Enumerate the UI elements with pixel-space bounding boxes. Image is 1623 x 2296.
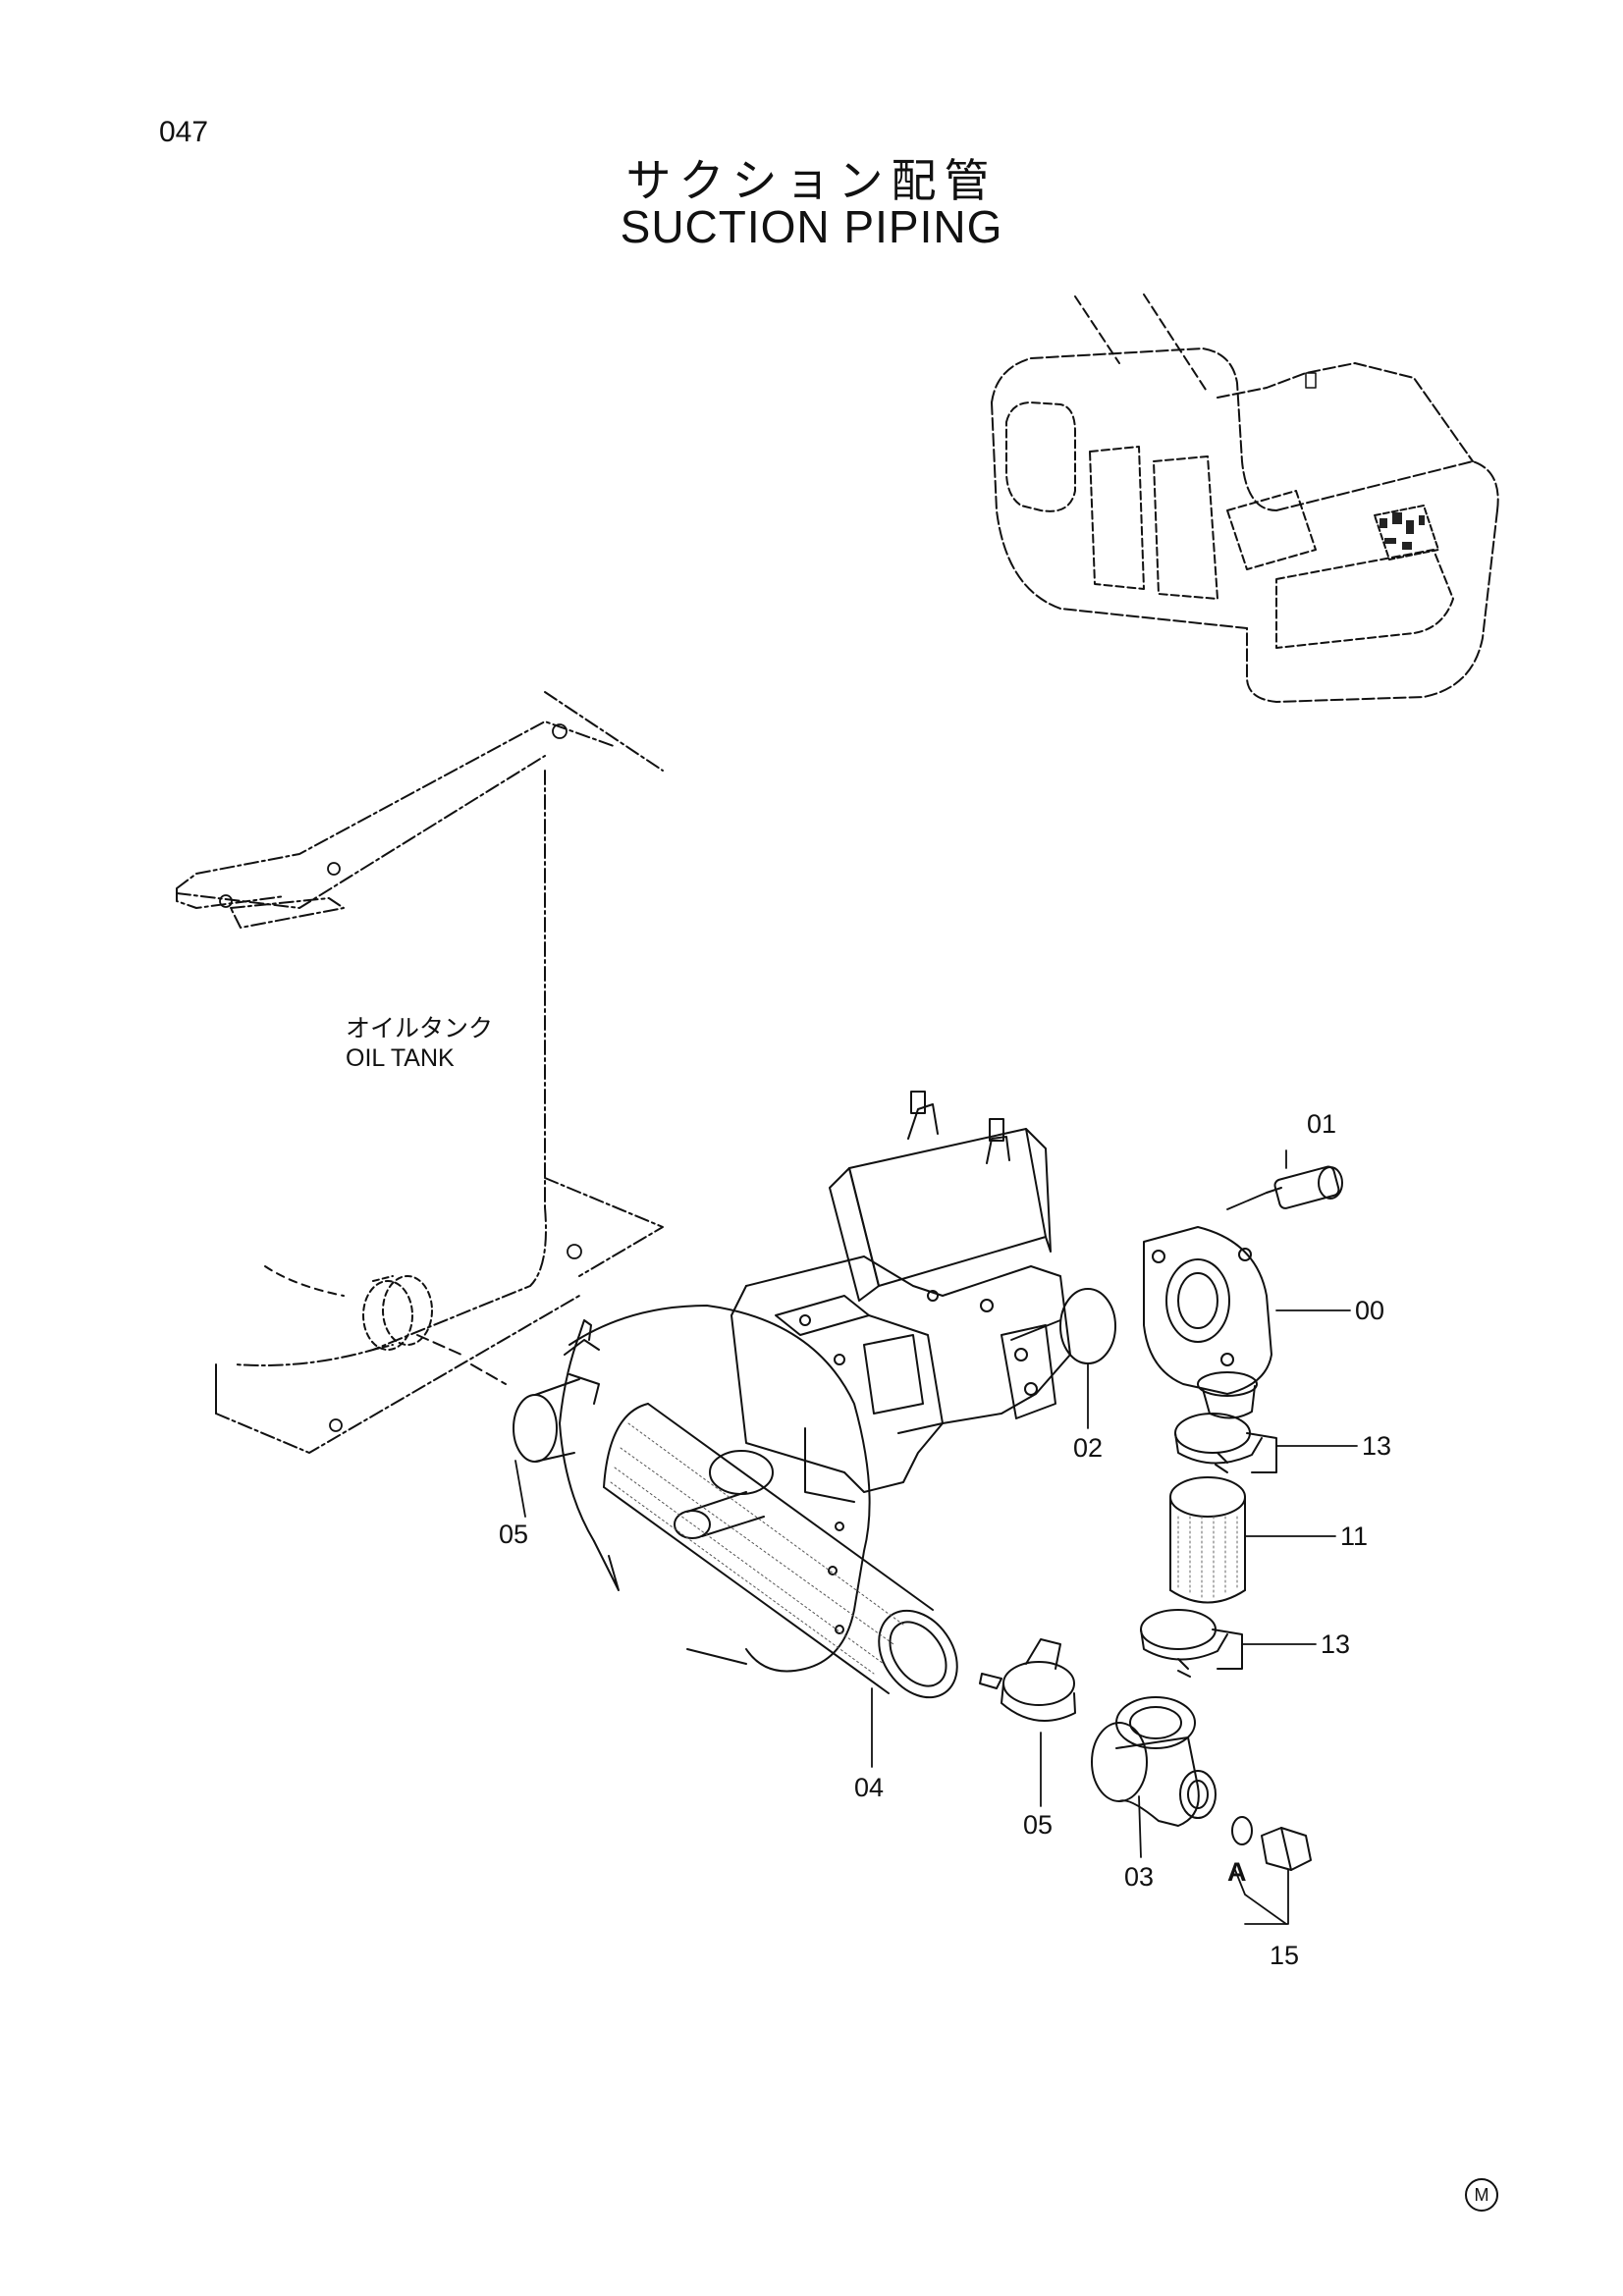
excavator-overview-drawing xyxy=(991,294,1499,703)
oil-tank-label-japanese: オイルタンク xyxy=(346,1014,494,1042)
plug-15-drawing xyxy=(1231,1816,1312,1871)
tee-fitting-03-drawing xyxy=(1091,1696,1217,1827)
callout-04: 04 xyxy=(854,1773,885,1802)
oil-tank-label-english: OIL TANK xyxy=(346,1044,455,1072)
callout-11: 11 xyxy=(1340,1522,1369,1551)
callout-05-lower: 05 xyxy=(1023,1810,1054,1840)
hydraulic-pump-drawing xyxy=(559,1091,1071,1673)
callout-leaders xyxy=(514,1149,1358,1925)
oil-tank-bolt-holes xyxy=(219,723,582,1432)
clamp-13-upper-drawing xyxy=(1174,1413,1277,1473)
callout-05-left: 05 xyxy=(499,1520,529,1549)
page-title-japanese: サクション配管 xyxy=(625,154,998,207)
page-number: 047 xyxy=(159,116,209,148)
callout-A: A xyxy=(1227,1857,1247,1887)
callout-13-lower: 13 xyxy=(1321,1629,1351,1659)
callout-00: 00 xyxy=(1355,1296,1385,1325)
elbow-flange-00-drawing xyxy=(1143,1226,1272,1419)
callout-03: 03 xyxy=(1124,1862,1155,1892)
page-title-english: SUCTION PIPING xyxy=(620,201,1003,252)
callout-01: 01 xyxy=(1307,1109,1337,1139)
excavator-highlight-area xyxy=(1380,512,1425,550)
callout-13-upper: 13 xyxy=(1362,1431,1392,1461)
bolt-01-drawing xyxy=(1266,1165,1343,1209)
suction-hose-drawing xyxy=(603,1403,958,1699)
clamp-05-left-drawing xyxy=(513,1319,600,1463)
clamp-05-lower-drawing xyxy=(979,1638,1076,1722)
callout-15: 15 xyxy=(1270,1941,1300,1970)
clamp-13-lower-drawing xyxy=(1140,1609,1243,1678)
callout-02: 02 xyxy=(1073,1433,1104,1463)
oil-tank-drawing xyxy=(176,691,664,1454)
strainer-11-drawing xyxy=(1169,1476,1246,1604)
m-mark-icon: M xyxy=(1465,2178,1498,2212)
o-ring-02-drawing xyxy=(1059,1288,1116,1364)
